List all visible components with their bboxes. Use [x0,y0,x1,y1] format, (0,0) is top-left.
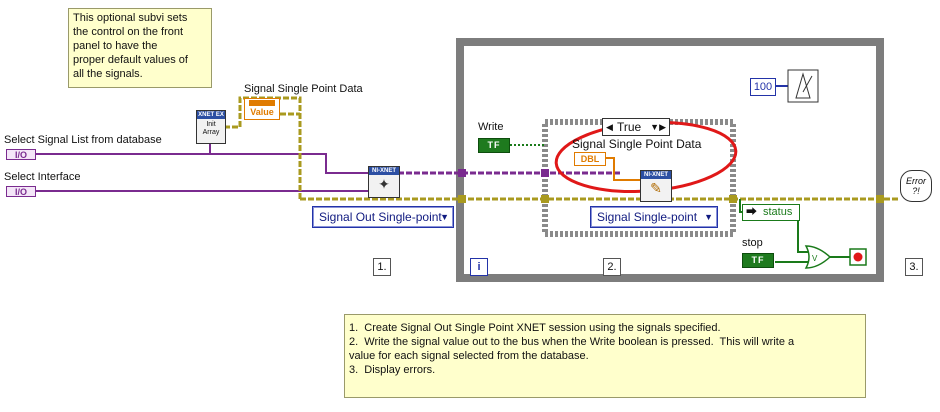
interface-io-control[interactable]: I/O [6,186,36,197]
ring-value: Signal Out Single-point [319,210,442,224]
signal-single-point-ring[interactable]: Signal Single-point ▼ [590,206,718,228]
xnet-create-session-node[interactable]: NI-XNET ✦ [368,166,400,198]
inner-signal-single-point-data-label: Signal Single Point Data [572,137,702,151]
xnet-write-header: NI-XNET [641,171,671,179]
write-boolean-control[interactable]: TF [478,138,510,153]
case-decrement-icon[interactable]: ◀ [606,122,613,132]
signal-list-label: Select Signal List from database [4,134,162,146]
inner-ring-value: Signal Single-point [597,210,698,224]
stop-boolean-control[interactable]: TF [742,253,774,268]
xnet-write-node[interactable]: NI-XNET ✎ [640,170,672,202]
inner-ring-chevron-down-icon: ▼ [704,212,713,222]
wire-signal-list [36,153,370,174]
write-label: Write [478,121,504,133]
loop-iteration-terminal: i [470,258,488,276]
step-1-label: 1. [373,258,391,276]
create-session-icon: ✦ [378,176,390,192]
write-pencil-icon: ✎ [650,180,662,196]
interface-label: Select Interface [4,171,81,183]
error-handler-icon[interactable]: Error ?! [900,170,932,202]
wait-ms-constant[interactable]: 100 [750,78,776,96]
ring-chevron-down-icon: ▼ [440,212,449,222]
status-text: status [763,206,793,218]
xnet-ex-header: XNET EX [197,111,225,119]
xnet-ex-body: Init Array [202,121,220,136]
step-3-label: 3. [905,258,923,276]
xnet-create-header: NI-XNET [369,167,399,175]
wait-ms-metronome-icon[interactable] [787,69,819,103]
while-loop-frame[interactable] [456,38,884,282]
case-selector-value: True [617,120,642,134]
signal-single-point-data-indicator[interactable]: Value [244,98,280,120]
dbl-local-variable[interactable]: DBL [574,152,606,166]
xnet-init-array-subvi[interactable]: XNET EX Init Array [196,110,226,144]
step-2-label: 2. [603,258,621,276]
wire-init-error [224,96,302,199]
value-text: Value [250,107,274,117]
case-increment-icon[interactable]: ▼▶ [650,122,666,132]
signal-single-point-data-label: Signal Single Point Data [244,83,363,95]
comment-steps-note: 1. Create Signal Out Single Point XNET s… [344,314,866,398]
stop-label: stop [742,237,763,249]
signal-list-io-control[interactable]: I/O [6,149,36,160]
svg-text:V: V [812,254,818,263]
status-unbundle[interactable]: ⮕ status [742,204,800,221]
comment-subvi-note: This optional subvi sets the control on … [68,8,212,88]
case-selector[interactable]: ◀ True ▼▶ [602,118,670,136]
wire-dbl [606,157,640,181]
error-handler-text: Error ?! [906,176,926,196]
unbundle-arrow-icon: ⮕ [746,206,757,218]
signal-out-single-point-ring[interactable]: Signal Out Single-point ▼ [312,206,454,228]
or-gate-icon[interactable] [804,245,832,269]
